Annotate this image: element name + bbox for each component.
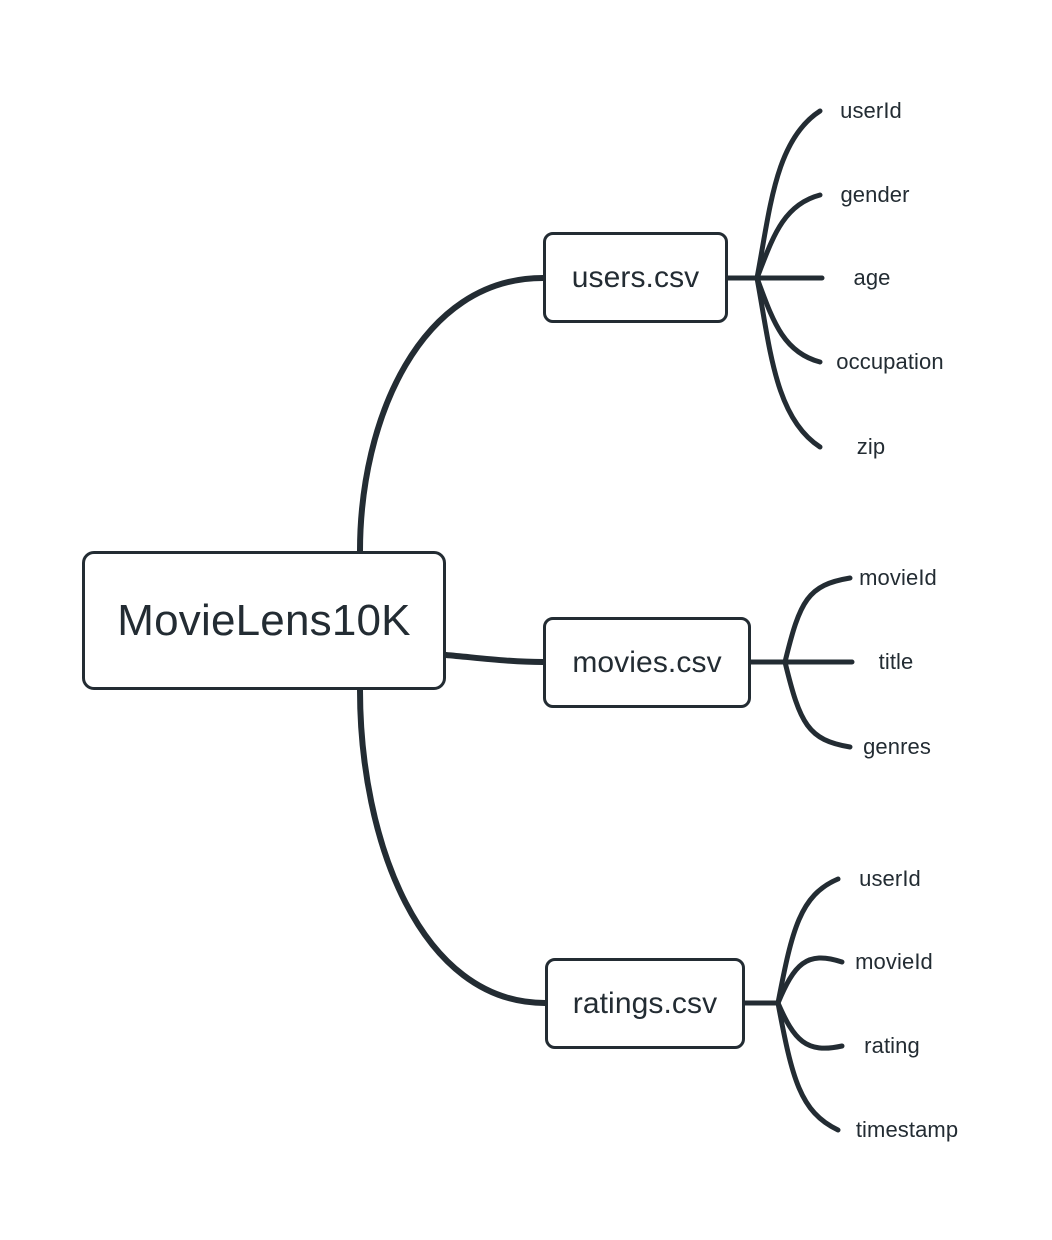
leaf-edge-movies-movieid xyxy=(782,575,853,665)
leaf-users-userid[interactable]: userId xyxy=(840,98,902,123)
leaf-edge-ratings-userid xyxy=(775,876,841,1006)
branch-node-movies[interactable]: movies.csv xyxy=(543,617,751,708)
leaf-users-age[interactable]: age xyxy=(853,265,891,290)
leaf-edge-users-zip xyxy=(754,275,823,450)
leaf-ratings-timestamp[interactable]: timestamp xyxy=(855,1117,959,1142)
branch-node-ratings[interactable]: ratings.csv xyxy=(545,958,745,1049)
leaf-edge-users-gender xyxy=(754,192,823,281)
edge-root-users xyxy=(357,275,546,554)
branch-node-label: ratings.csv xyxy=(572,986,718,1020)
leaf-users-occupation[interactable]: occupation xyxy=(836,349,944,374)
leaf-ratings-movieid[interactable]: movieId xyxy=(855,949,933,974)
leaf-edge-users-userid xyxy=(754,108,823,281)
leaf-edge-movies-genres xyxy=(782,659,853,750)
leaf-edge-ratings-timestamp xyxy=(775,1000,841,1133)
leaf-ratings-userid[interactable]: userId xyxy=(859,866,921,891)
edge-root-movies xyxy=(443,652,546,665)
edge-root-ratings xyxy=(357,687,548,1006)
leaf-ratings-rating[interactable]: rating xyxy=(864,1033,920,1058)
root-node[interactable]: MovieLens10K xyxy=(82,551,446,690)
branch-node-users[interactable]: users.csv xyxy=(543,232,728,323)
leaf-users-gender[interactable]: gender xyxy=(840,182,910,207)
leaf-edge-ratings-rating xyxy=(775,1000,845,1051)
leaf-users-zip[interactable]: zip xyxy=(856,434,886,459)
branch-node-label: users.csv xyxy=(571,260,700,294)
leaf-movies-title[interactable]: title xyxy=(878,649,914,674)
root-node-label: MovieLens10K xyxy=(117,595,411,645)
branch-node-label: movies.csv xyxy=(572,645,722,679)
leaf-edge-ratings-movieid xyxy=(775,955,845,1006)
leaf-movies-movieid[interactable]: movieId xyxy=(859,565,937,590)
leaf-movies-genres[interactable]: genres xyxy=(863,734,931,759)
